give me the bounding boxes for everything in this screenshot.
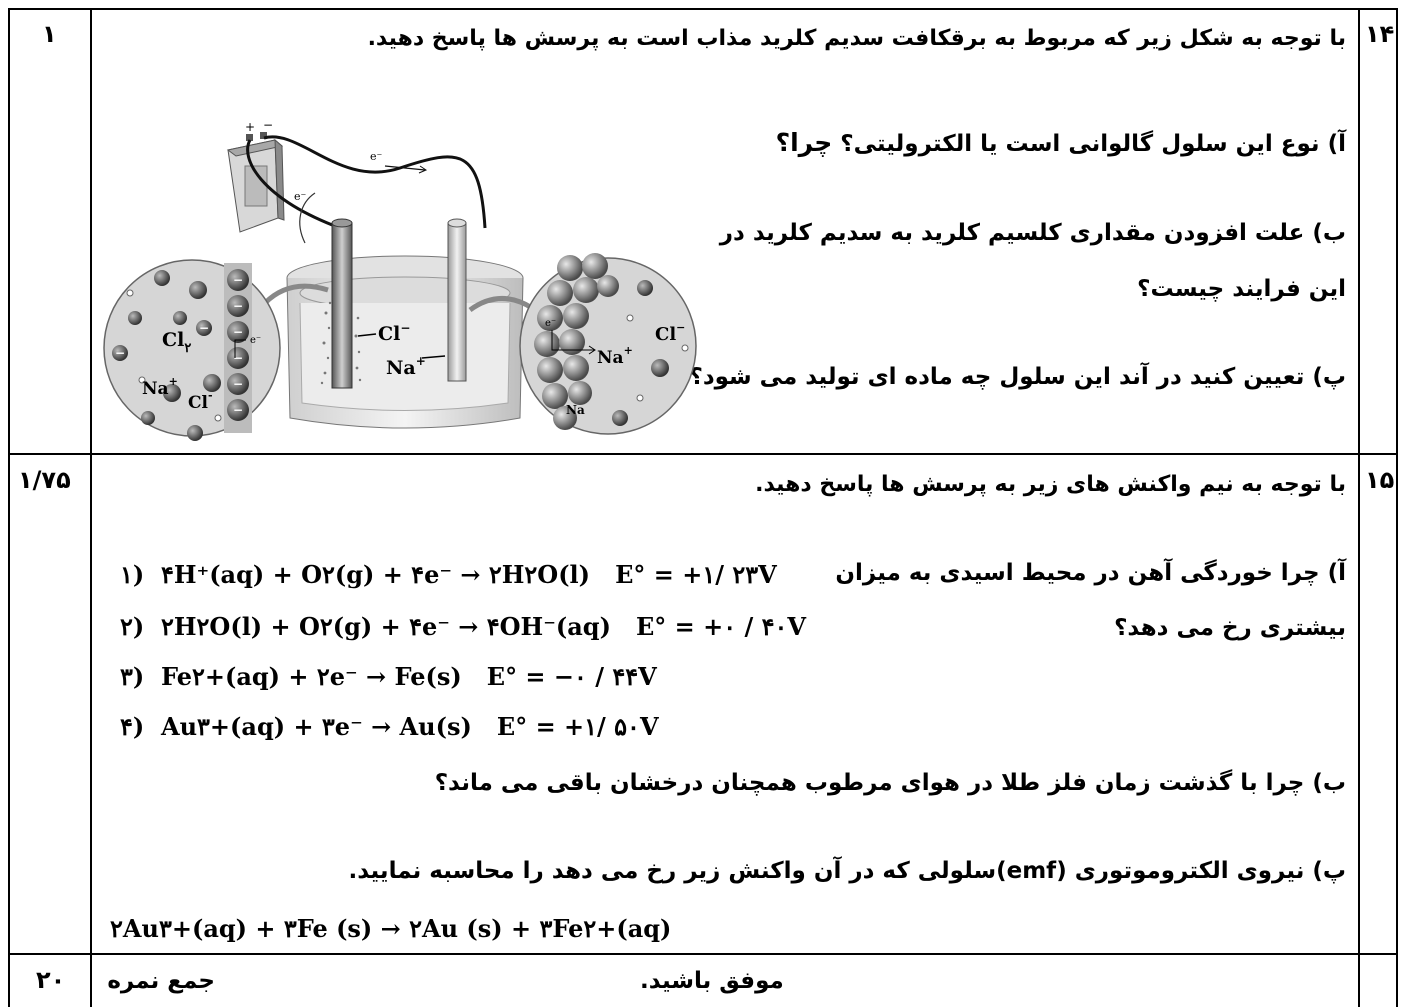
q14-part-a-label: آ) xyxy=(1327,131,1346,157)
left-chlorine: Cl۲ xyxy=(162,329,191,356)
wire-positive xyxy=(246,139,341,230)
electrolysis-tank xyxy=(286,255,524,429)
reaction-4-number: ۴) xyxy=(120,712,145,741)
q14-part-b: ب) علت افزودن مقداری کلسیم کلرید به سدیم… xyxy=(720,220,1346,246)
reaction-1-potential: E° = +۱/ ۲۳V xyxy=(615,560,777,589)
svg-text:−: − xyxy=(233,403,243,417)
electron-arrow-top xyxy=(384,165,426,171)
q14-part-c-label: پ) xyxy=(1312,364,1346,390)
q15-part-a-text: چرا خوردگی آهن در محیط اسیدی به میزان xyxy=(835,560,1320,586)
cell-sodium: Na+ xyxy=(386,354,426,379)
reaction-4-potential: E° = +۱/ ۵۰V xyxy=(496,712,659,741)
reaction-3-number: ۳) xyxy=(120,662,145,691)
q14-part-a-why: چرا؟ xyxy=(775,128,833,157)
border-top xyxy=(8,8,1398,10)
number-column-line xyxy=(1358,8,1360,1007)
reaction-4-equation: Au۳+(aq) + ۳e⁻ → Au(s) xyxy=(160,712,472,741)
q15-intro: با توجه به نیم واکنش های زیر به پرسش ها … xyxy=(755,472,1346,497)
q14-part-a-text: نوع این سلول گالوانی است یا الکترولیتی؟ xyxy=(840,131,1320,157)
q14-number: ۱۴ xyxy=(1365,20,1395,48)
electrolysis-figure: + − e⁻ e⁻ Cl− Na+ xyxy=(103,118,697,441)
electron-arrow-left xyxy=(299,192,316,244)
q15-part-c-label: پ) xyxy=(1312,858,1346,884)
reaction-3-potential: E° = −۰ / ۴۴V xyxy=(486,662,657,691)
svg-text:−: − xyxy=(233,377,243,391)
left-chloride: Cl- xyxy=(188,389,213,413)
q15-part-c: پ) نیروی الکتروموتوری (emf)سلولی که در آ… xyxy=(349,858,1346,884)
q15-score: ۱/۷۵ xyxy=(18,466,71,494)
q14-score: ۱ xyxy=(42,20,57,48)
q14-part-c-text: تعیین کنید در آند این سلول چه ماده ای تو… xyxy=(689,364,1305,390)
reaction-3-equation: Fe۲+(aq) + ۲e⁻ → Fe(s) xyxy=(160,662,462,691)
reaction-2-number: ۲) xyxy=(120,612,145,641)
divider-q14-q15 xyxy=(8,453,1398,455)
left-sodium: Na+ xyxy=(142,375,178,399)
reaction-2: ۲) ۲H۲O(l) + O۲(g) + ۴e⁻ → ۴OH⁻(aq) E° =… xyxy=(120,612,806,641)
reaction-1: ۱) ۴H⁺(aq) + O۲(g) + ۴e⁻ → ۲H۲O(l) E° = … xyxy=(120,560,777,589)
svg-text:−: − xyxy=(233,325,243,339)
q15-part-a: آ) چرا خوردگی آهن در محیط اسیدی به میزان xyxy=(835,560,1346,586)
svg-text:−: − xyxy=(233,273,243,287)
electron-label-left: e⁻ xyxy=(294,190,307,203)
svg-text:−: − xyxy=(199,321,209,335)
total-score: ۲۰ xyxy=(36,966,66,994)
anode-rod xyxy=(331,222,353,389)
q14-part-b-cont: این فرایند چیست؟ xyxy=(1137,276,1346,302)
cell-chloride: Cl− xyxy=(378,321,410,345)
zoom-arrow-right xyxy=(468,296,534,313)
zoom-arrow-left xyxy=(263,283,329,305)
q15-part-b-text: چرا با گذشت زمان فلز طلا در هوای مرطوب ه… xyxy=(434,770,1305,796)
battery-minus: − xyxy=(263,118,273,132)
score-column-line xyxy=(90,8,92,1007)
reaction-4: ۴) Au۳+(aq) + ۳e⁻ → Au(s) E° = +۱/ ۵۰V xyxy=(120,712,659,741)
reaction-1-equation: ۴H⁺(aq) + O۲(g) + ۴e⁻ → ۲H۲O(l) xyxy=(160,560,591,589)
q14-part-c: پ) تعیین کنید در آند این سلول چه ماده ای… xyxy=(689,364,1346,390)
svg-text:−: − xyxy=(233,299,243,313)
border-left xyxy=(8,8,10,1007)
svg-text:−: − xyxy=(233,351,243,365)
q15-part-b: ب) چرا با گذشت زمان فلز طلا در هوای مرطو… xyxy=(435,770,1346,796)
reaction-2-potential: E° = +۰ / ۴۰V xyxy=(636,612,806,641)
right-sodium-atom: Na xyxy=(566,403,585,417)
cathode-rod xyxy=(447,222,467,382)
border-right xyxy=(1396,8,1398,1007)
right-sodium: Na+ xyxy=(597,344,633,368)
q14-part-b-label: ب) xyxy=(1312,220,1346,246)
battery-icon xyxy=(226,132,285,233)
total-label: جمع نمره xyxy=(107,968,215,994)
q14-part-b-text: علت افزودن مقداری کلسیم کلرید به سدیم کل… xyxy=(719,220,1305,246)
closing-message: موفق باشید. xyxy=(640,968,784,994)
divider-q15-footer xyxy=(8,953,1398,955)
q15-number: ۱۵ xyxy=(1365,466,1395,494)
right-electron: e⁻ xyxy=(545,318,556,329)
q15-part-c-text: نیروی الکتروموتوری (emf)سلولی که در آن و… xyxy=(348,858,1305,884)
left-electron: e⁻ xyxy=(250,335,261,346)
battery-plus: + xyxy=(245,120,255,134)
q15-part-a-label: آ) xyxy=(1327,560,1346,586)
overall-reaction: ۲Au۳+(aq) + ۳Fe (s) → ۲Au (s) + ۳Fe۲+(aq… xyxy=(110,914,672,943)
right-chloride: Cl− xyxy=(655,321,685,345)
q15-part-a-cont: بیشتری رخ می دهد؟ xyxy=(1114,615,1346,641)
reaction-2-equation: ۲H۲O(l) + O۲(g) + ۴e⁻ → ۴OH⁻(aq) xyxy=(160,612,611,641)
reaction-3: ۳) Fe۲+(aq) + ۲e⁻ → Fe(s) E° = −۰ / ۴۴V xyxy=(120,662,657,691)
anode-zoom-circle: − − − − − − − − xyxy=(103,259,281,441)
electron-label-top: e⁻ xyxy=(370,150,383,163)
reaction-1-number: ۱) xyxy=(120,560,145,589)
q14-intro: با توجه به شکل زیر که مربوط به برقکافت س… xyxy=(367,26,1346,51)
q15-part-b-label: ب) xyxy=(1312,770,1346,796)
anode-bubbles xyxy=(320,301,362,385)
q14-part-a: آ) نوع این سلول گالوانی است یا الکترولیت… xyxy=(776,128,1346,157)
svg-text:−: − xyxy=(115,346,125,360)
